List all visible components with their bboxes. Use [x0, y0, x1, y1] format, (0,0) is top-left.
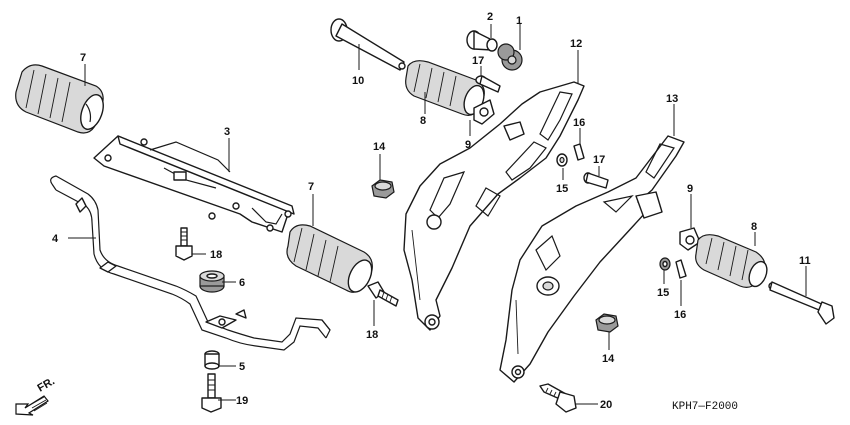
callout-16-lower: 16: [674, 309, 686, 321]
callout-18-middle: 18: [366, 329, 378, 341]
bolt-20[interactable]: [539, 383, 577, 413]
nut-14-lower[interactable]: [595, 313, 619, 333]
callout-12: 12: [570, 38, 582, 50]
callout-19: 19: [236, 395, 248, 407]
washer-9-upper[interactable]: [473, 99, 495, 125]
callout-4: 4: [52, 233, 59, 245]
collar-2[interactable]: [466, 30, 498, 52]
support-rod-bracket[interactable]: [50, 175, 331, 351]
bolt-19[interactable]: [201, 373, 222, 413]
callout-7-middle: 7: [308, 181, 314, 193]
callout-9-upper: 9: [465, 139, 471, 151]
step-holder-left[interactable]: [403, 81, 585, 331]
footpeg-pin-10[interactable]: [330, 18, 406, 71]
callout-11: 11: [799, 255, 811, 267]
bolt-18-left[interactable]: [175, 227, 193, 261]
rubber-grommet[interactable]: [199, 270, 225, 293]
step-bracket-plate[interactable]: [93, 135, 295, 233]
front-label: FR.: [36, 375, 57, 394]
washer-15-upper[interactable]: [556, 153, 568, 167]
cotter-pin-16-upper[interactable]: [573, 143, 585, 161]
callout-7-left: 7: [80, 52, 86, 64]
callout-17-right: 17: [593, 154, 605, 166]
callout-15-upper: 15: [556, 183, 568, 195]
step-holder-right[interactable]: [499, 135, 685, 383]
callout-15-lower: 15: [657, 287, 669, 299]
callout-8-upper: 8: [420, 115, 426, 127]
callout-14-lower: 14: [602, 353, 615, 365]
footpeg-pin-11[interactable]: [768, 281, 835, 325]
diagram-code: KPH7—F2000: [672, 401, 738, 413]
rubber-bushing-1[interactable]: [497, 43, 523, 71]
callout-20: 20: [600, 399, 612, 411]
front-direction-arrow-icon: [15, 395, 49, 416]
footpeg-rubber-left[interactable]: [15, 64, 108, 134]
washer-9-right[interactable]: [679, 227, 701, 251]
bolt-18-middle[interactable]: [367, 281, 399, 307]
footpeg-rubber-middle[interactable]: [286, 224, 376, 296]
nut-14-upper[interactable]: [371, 179, 395, 199]
callout-13: 13: [666, 93, 678, 105]
callout-5: 5: [239, 361, 245, 373]
cotter-pin-16-lower[interactable]: [675, 259, 687, 279]
callout-6: 6: [239, 277, 245, 289]
front-direction-marker: FR.: [15, 375, 57, 416]
callout-16-upper: 16: [573, 117, 585, 129]
washer-15-lower[interactable]: [659, 257, 671, 271]
callout-10: 10: [352, 75, 364, 87]
callout-18-left: 18: [210, 249, 222, 261]
callout-14-upper: 14: [373, 141, 386, 153]
callout-3: 3: [224, 126, 230, 138]
callout-17-upper: 17: [472, 55, 484, 67]
collar[interactable]: [204, 350, 220, 370]
callout-1: 1: [516, 15, 522, 27]
pin-17-right[interactable]: [583, 172, 609, 189]
leader-lines: [68, 24, 807, 405]
callout-8-right: 8: [751, 221, 757, 233]
callout-9-right: 9: [687, 183, 693, 195]
footpeg-rubber-right[interactable]: [695, 234, 771, 289]
pin-17-upper[interactable]: [475, 75, 501, 93]
callout-2: 2: [487, 11, 493, 23]
callout-labels: 7 3 4 18 6 5 19 7 18 10 14 8 9 17 2 1 12…: [52, 11, 811, 411]
